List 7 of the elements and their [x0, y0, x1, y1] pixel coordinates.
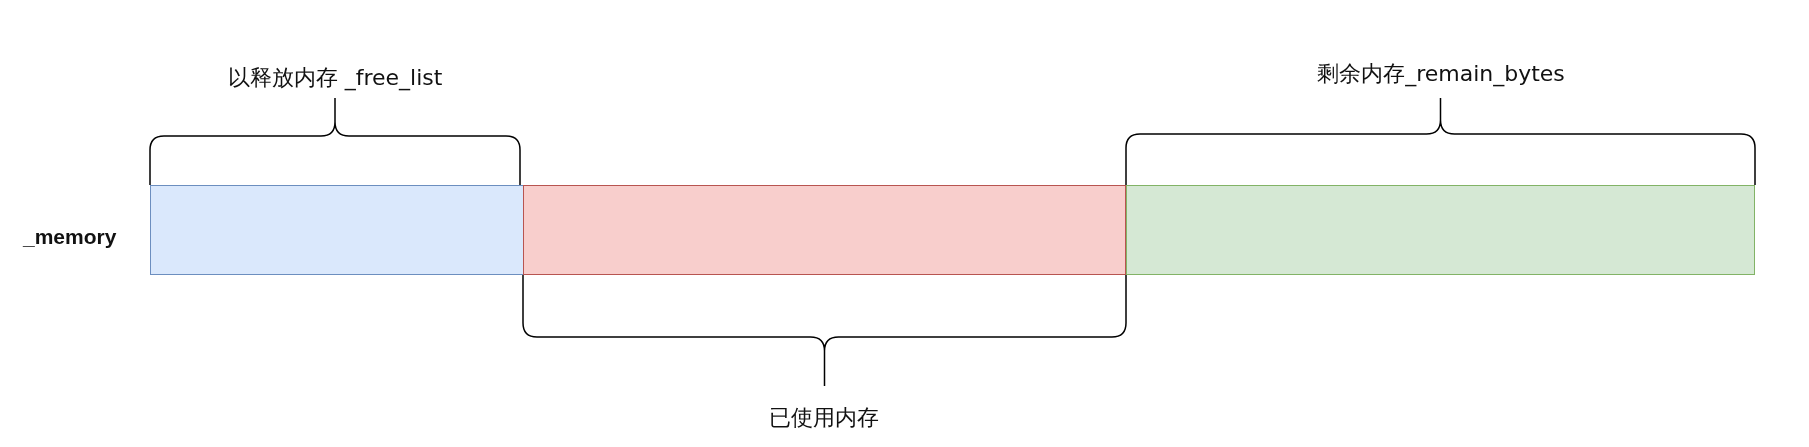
brace-label: 剩余内存_remain_bytes [1317, 60, 1565, 89]
brace-label: 以释放内存 _free_list [227, 64, 443, 93]
memory-segment [523, 185, 1126, 275]
memory-segment [150, 185, 524, 275]
brace-label: 已使用内存 [769, 404, 879, 432]
memory-segment [1126, 185, 1755, 275]
row-label: _memory [23, 225, 117, 249]
